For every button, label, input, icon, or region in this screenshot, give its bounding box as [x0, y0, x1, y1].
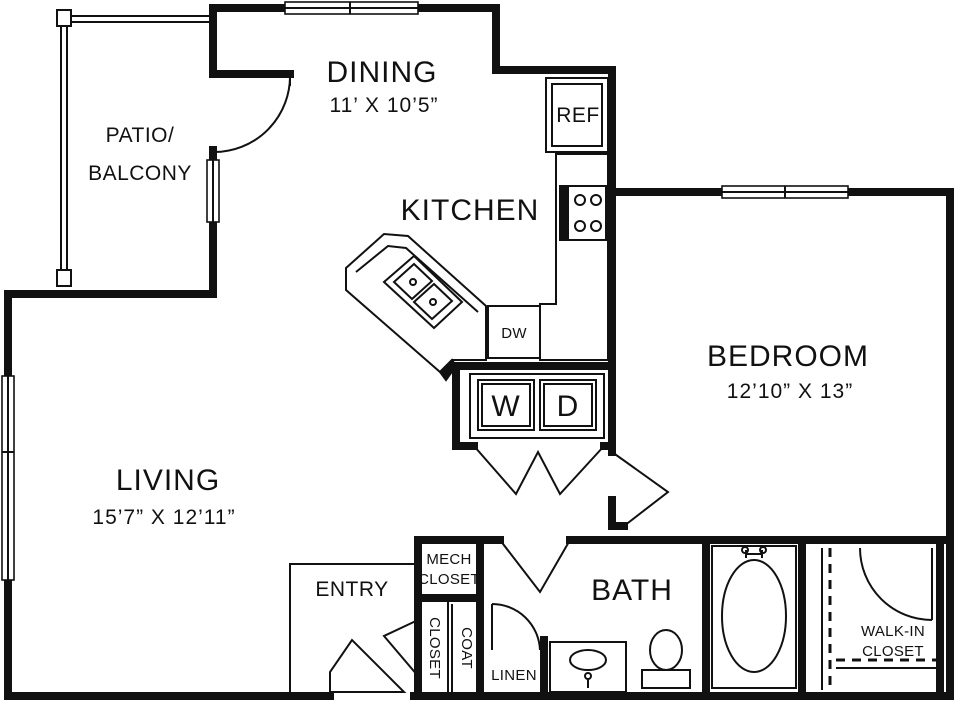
coat-closet-label-2: CLOSET [426, 617, 443, 679]
dishwasher [487, 305, 541, 359]
windows [1, 1, 849, 581]
bedroom-dims: 12’10” X 13” [727, 380, 853, 403]
patio-post-top [56, 9, 72, 27]
bathtub [711, 545, 797, 689]
dining-label: DINING [327, 56, 438, 89]
coat-closet-door [382, 619, 419, 677]
living-label: LIVING [116, 464, 220, 497]
walls [4, 4, 954, 700]
vanity [549, 641, 627, 693]
mech-closet-label-2: CLOSET [418, 571, 480, 588]
walk-in-closet-door [859, 547, 933, 621]
entry-partition [289, 563, 414, 692]
toilet-bowl [649, 629, 683, 671]
patio-railing [56, 9, 210, 287]
dining-dims: 11’ X 10’5” [329, 94, 438, 117]
refrigerator-label: REF [556, 104, 600, 127]
kitchen-fixtures [345, 77, 609, 382]
dryer [539, 379, 597, 431]
patio-door [212, 73, 292, 154]
coat-closet-label-1: COAT [458, 627, 475, 669]
bath-label: BATH [591, 574, 673, 607]
laundry [469, 373, 605, 439]
washer [477, 379, 535, 431]
labels: DINING 11’ X 10’5” PATIO/ BALCONY KITCHE… [88, 56, 925, 684]
bath-fixtures [549, 545, 797, 693]
toilet-tank [641, 669, 691, 689]
refrigerator [545, 77, 609, 153]
bedroom-label: BEDROOM [707, 340, 869, 373]
dining-wall-left [209, 4, 294, 78]
mech-closet-label-1: MECH [426, 551, 471, 568]
laundry-bifold-door [473, 445, 605, 496]
living-dims: 15’7” X 12’11” [92, 506, 235, 529]
patio-post-bottom [56, 269, 72, 287]
bedroom-door [611, 451, 670, 527]
patio-lower-wall [4, 218, 217, 298]
walk-in-closet-shelving [821, 548, 940, 690]
bedroom-wall-top [608, 188, 954, 700]
linen-door [491, 602, 541, 651]
bedroom-wall-left-lower [608, 496, 628, 530]
laundry-wall-left [452, 362, 478, 450]
walk-in-label-1: WALK-IN [861, 623, 925, 640]
linen-label: LINEN [491, 667, 537, 684]
patio-label-2: BALCONY [88, 162, 192, 185]
entry-door [329, 638, 407, 693]
kitchen-counter-right [539, 153, 609, 361]
dryer-label: D [557, 390, 580, 423]
doors [212, 73, 933, 693]
entry-label: ENTRY [315, 578, 388, 601]
dishwasher-label: DW [501, 325, 527, 342]
patio-label-1: PATIO/ [106, 124, 175, 147]
kitchen-label: KITCHEN [401, 194, 540, 227]
washer-label: W [491, 390, 520, 423]
walk-in-label-2: CLOSET [862, 643, 924, 660]
bath-door [499, 539, 571, 594]
